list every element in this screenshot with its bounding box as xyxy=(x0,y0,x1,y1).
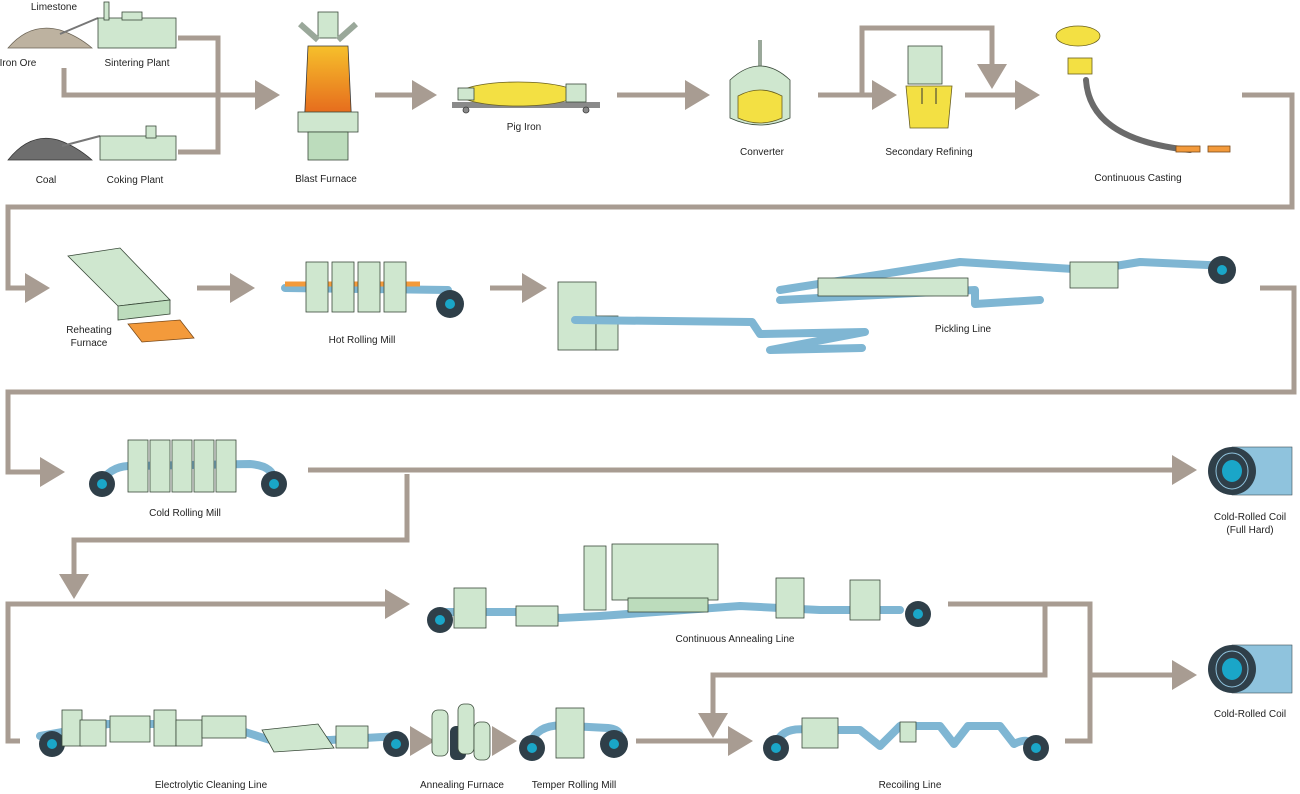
label-pickling-line: Pickling Line xyxy=(935,324,992,335)
label-cold-rolled-coil-full-hard: Cold-Rolled Coil xyxy=(1214,512,1286,523)
blast-furnace-icon xyxy=(297,11,359,161)
recoiling-line-icon xyxy=(763,717,1049,761)
cold-rolling-mill-icon xyxy=(89,439,287,497)
label-recoiling-line: Recoiling Line xyxy=(879,780,942,791)
label-converter: Converter xyxy=(740,147,785,158)
steel-coil-icon-2 xyxy=(1208,644,1293,694)
electrolytic-cleaning-line-icon xyxy=(36,709,409,757)
label-cold-rolled-coil: Cold-Rolled Coil xyxy=(1214,709,1286,720)
label-sintering-plant: Sintering Plant xyxy=(104,58,169,69)
converter-icon xyxy=(729,40,791,126)
reheating-furnace-icon xyxy=(67,247,195,343)
label-iron-ore: Iron Ore xyxy=(0,58,37,69)
label-temper-rolling-mill: Temper Rolling Mill xyxy=(532,780,616,791)
caster-icon xyxy=(1055,25,1231,153)
torpedo-car-icon xyxy=(452,81,600,114)
ladle-icon xyxy=(905,45,953,129)
raw-materials xyxy=(7,1,177,161)
hot-rolling-mill-icon xyxy=(281,261,464,318)
steel-coil-icon xyxy=(1208,446,1293,496)
label-limestone: Limestone xyxy=(31,2,78,13)
label-cold-rolling-mill: Cold Rolling Mill xyxy=(149,508,221,519)
label-pig-iron: Pig Iron xyxy=(507,122,541,133)
label-secondary-refining: Secondary Refining xyxy=(885,147,972,158)
annealing-furnace-icon xyxy=(431,703,491,761)
label-coal: Coal xyxy=(36,175,57,186)
flow-arrows xyxy=(5,25,1297,756)
label-electrolytic-cleaning-line: Electrolytic Cleaning Line xyxy=(155,780,268,791)
label-coking-plant: Coking Plant xyxy=(107,175,164,186)
label-annealing-furnace: Annealing Furnace xyxy=(420,780,504,791)
label-full-hard: (Full Hard) xyxy=(1226,525,1273,536)
pickling-line-icon xyxy=(557,256,1236,354)
label-blast-furnace: Blast Furnace xyxy=(295,174,357,185)
sintering-plant-icon xyxy=(97,17,177,49)
temper-rolling-mill-icon xyxy=(519,707,628,761)
limestone-pile-icon xyxy=(7,27,93,49)
label-furnace: Furnace xyxy=(71,338,108,349)
continuous-annealing-line-icon xyxy=(427,543,931,633)
coking-plant-icon xyxy=(99,135,177,161)
label-hot-rolling-mill: Hot Rolling Mill xyxy=(329,335,396,346)
label-continuous-casting: Continuous Casting xyxy=(1094,173,1181,184)
label-continuous-annealing-line: Continuous Annealing Line xyxy=(676,634,795,645)
label-reheating: Reheating xyxy=(66,325,112,336)
coal-pile-icon xyxy=(7,137,93,161)
